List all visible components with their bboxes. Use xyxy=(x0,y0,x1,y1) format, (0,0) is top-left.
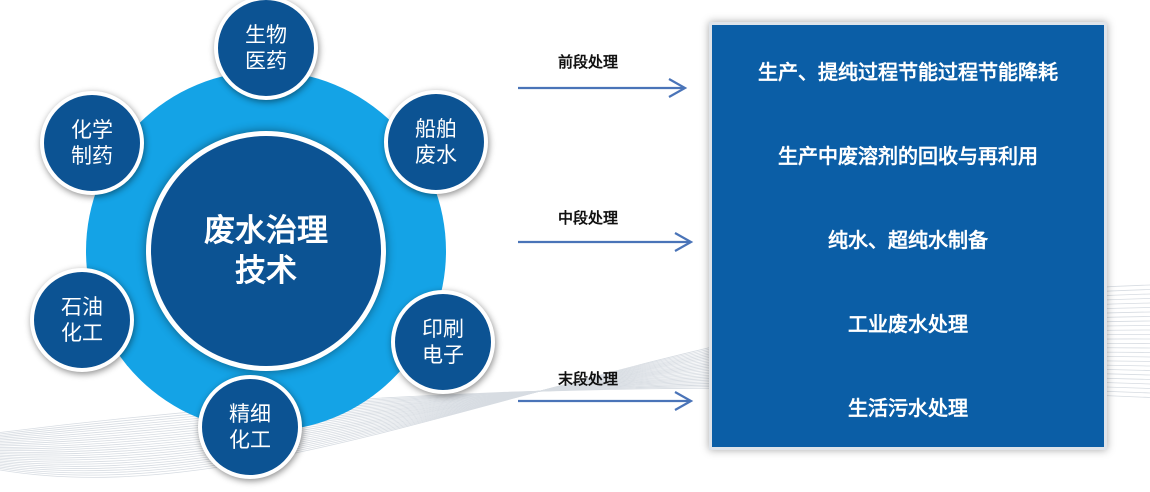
node-fine-chemical: 精细化工 xyxy=(198,375,302,479)
node-chemical-pharma: 化学制药 xyxy=(40,91,144,195)
result-item-domestic-sewage: 生活污水处理 xyxy=(848,396,968,420)
node-label-line1: 印刷 xyxy=(422,317,464,341)
node-label-line2: 废水 xyxy=(415,143,457,167)
arrow-right-icon xyxy=(518,232,694,252)
node-label-line2: 电子 xyxy=(422,343,464,367)
node-label-line2: 医药 xyxy=(245,49,287,73)
node-label-line1: 精细 xyxy=(229,402,271,426)
node-label-line1: 化学 xyxy=(71,118,113,142)
stage-label-middle: 中段处理 xyxy=(558,209,619,227)
node-petrochemical: 石油化工 xyxy=(30,268,134,372)
node-printing-electronics: 印刷电子 xyxy=(391,290,495,394)
stage-label-front: 前段处理 xyxy=(558,53,619,71)
result-item-energy-saving: 生产、提纯过程节能过程节能降耗 xyxy=(758,60,1058,84)
node-label-line1: 石油 xyxy=(61,295,103,319)
result-item-solvent-recovery: 生产中废溶剂的回收与再利用 xyxy=(778,144,1038,168)
result-item-pure-water: 纯水、超纯水制备 xyxy=(828,228,988,252)
node-label-line2: 制药 xyxy=(71,144,113,168)
hub-title: 废水治理 技术 xyxy=(181,211,351,291)
arrow-right-icon xyxy=(518,391,694,411)
node-label-line1: 生物 xyxy=(245,23,287,47)
result-item-industrial-wastewater: 工业废水处理 xyxy=(848,312,968,336)
hub-title-line2: 技术 xyxy=(235,253,297,289)
stage-label-end: 末段处理 xyxy=(558,370,619,388)
arrow-right-icon xyxy=(518,78,688,98)
node-ship-wastewater: 船舶废水 xyxy=(384,90,488,194)
hub-title-line1: 废水治理 xyxy=(204,213,328,249)
node-label-line2: 化工 xyxy=(61,321,103,345)
results-panel: 生产、提纯过程节能过程节能降耗 生产中废溶剂的回收与再利用 纯水、超纯水制备 工… xyxy=(709,22,1107,450)
node-bio-pharma: 生物医药 xyxy=(214,0,318,100)
hub-circle: 废水治理 技术 xyxy=(146,131,386,371)
node-label-line1: 船舶 xyxy=(415,117,457,141)
node-label-line2: 化工 xyxy=(229,428,271,452)
